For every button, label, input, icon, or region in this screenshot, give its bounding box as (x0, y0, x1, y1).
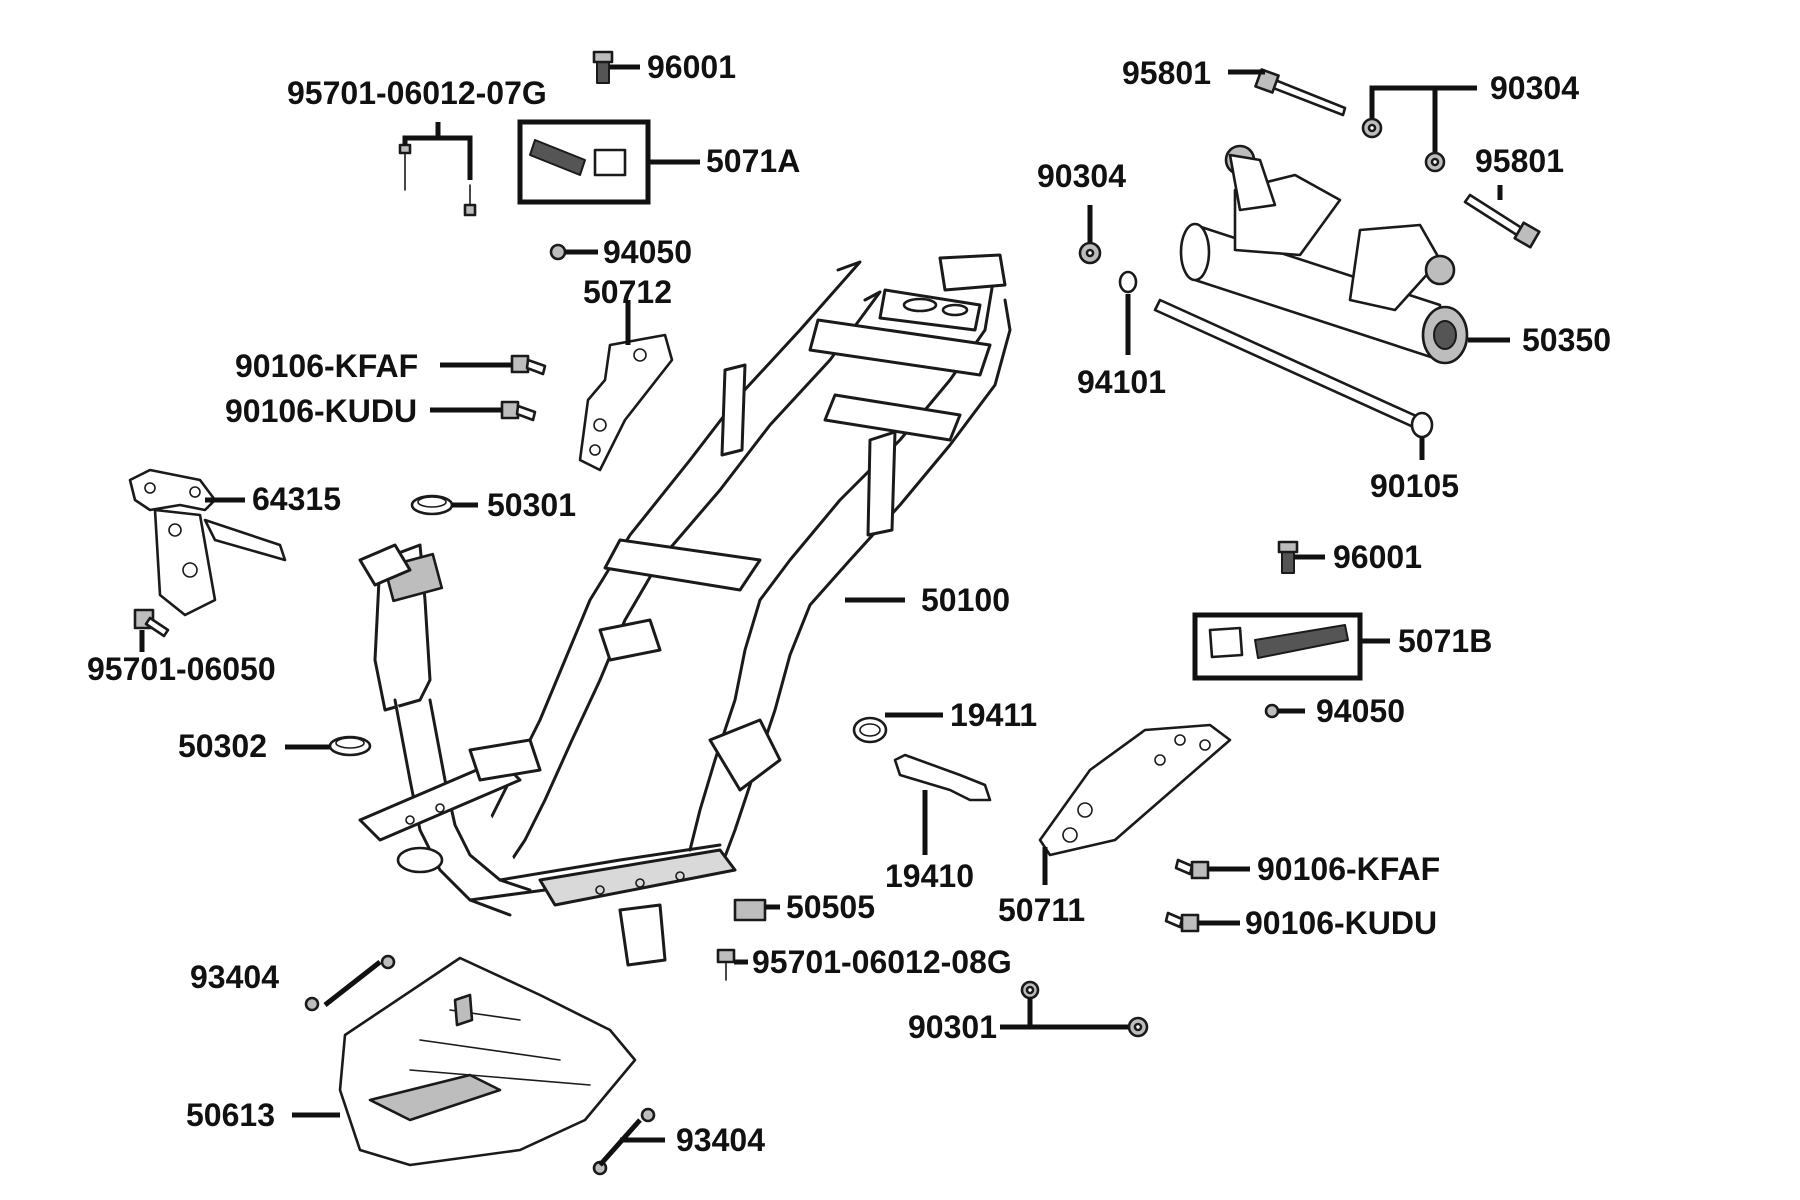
label-50613: 50613 (186, 1097, 275, 1133)
label-50712: 50712 (583, 274, 672, 310)
label-90301: 90301 (908, 1009, 997, 1045)
label-90106-KFAF-left: 90106-KFAF (235, 348, 418, 384)
label-94101: 94101 (1077, 364, 1166, 400)
label-95701-06012-08G: 95701-06012-08G (752, 944, 1012, 980)
label-50302: 50302 (178, 728, 267, 764)
label-95801-right: 95801 (1475, 143, 1564, 179)
label-19410: 19410 (885, 858, 974, 894)
main-frame-50100 (358, 253, 1012, 967)
under-cover-50613 (338, 956, 637, 1167)
label-5071A: 5071A (706, 143, 800, 179)
label-96001-top: 96001 (647, 49, 736, 85)
bolts-group (133, 50, 1541, 1176)
footrest-box-5071A (517, 119, 651, 205)
footrest-plate-50711 (1038, 723, 1232, 857)
label-90304-left: 90304 (1037, 158, 1126, 194)
long-bolt-90105 (1153, 298, 1434, 439)
label-50350: 50350 (1522, 322, 1611, 358)
label-64315: 64315 (252, 481, 341, 517)
leader-lines (139, 64, 1510, 1167)
label-90106-KUDU-left: 90106-KUDU (225, 393, 417, 429)
engine-hanger-50350 (1179, 144, 1469, 365)
label-96001-right: 96001 (1333, 539, 1422, 575)
label-5071B: 5071B (1398, 623, 1492, 659)
label-94050-top: 94050 (603, 234, 692, 270)
label-50505: 50505 (786, 889, 875, 925)
label-90106-KFAF-right: 90106-KFAF (1257, 851, 1440, 887)
label-50711: 50711 (998, 892, 1085, 928)
label-95801-top: 95801 (1122, 55, 1211, 91)
bracket-64315 (128, 468, 287, 617)
label-90304-top: 90304 (1490, 70, 1579, 106)
footrest-plate-50712 (578, 333, 674, 472)
label-90106-KUDU-right: 90106-KUDU (1245, 905, 1437, 941)
label-19411: 19411 (950, 697, 1037, 733)
label-93404-top: 93404 (190, 959, 279, 995)
label-50100: 50100 (921, 582, 1010, 618)
label-93404-bottom: 93404 (676, 1122, 765, 1158)
footrest-box-5071B (1192, 612, 1363, 681)
label-95701-06050: 95701-06050 (87, 651, 276, 687)
label-90105: 90105 (1370, 468, 1459, 504)
label-95701-06012-07G: 95701-06012-07G (287, 75, 547, 111)
part-labels: 95701-06012-07G 96001 5071A 94050 50712 … (87, 49, 1611, 1158)
label-50301: 50301 (487, 487, 576, 523)
label-94050-right: 94050 (1316, 693, 1405, 729)
